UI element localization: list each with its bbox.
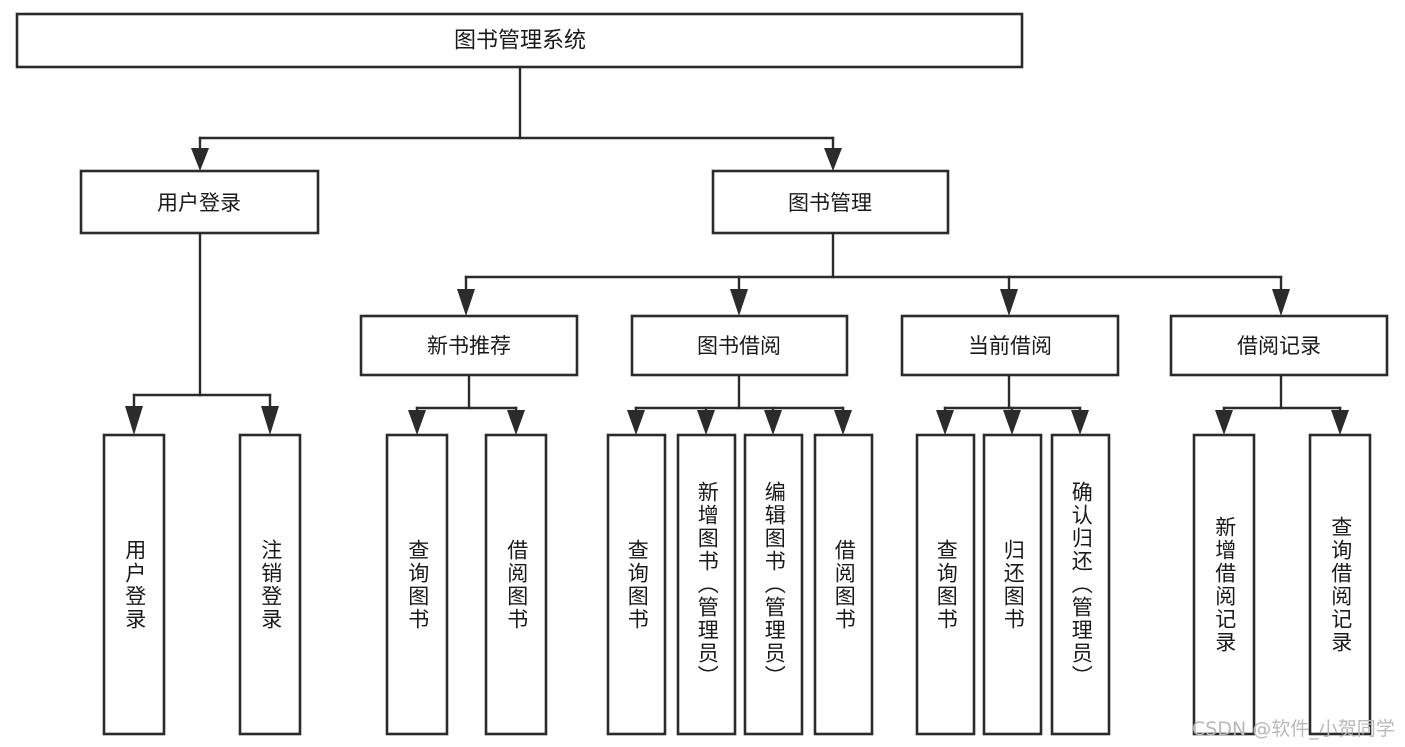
node-borrow-record-label: 借阅记录 (1237, 334, 1321, 358)
arrow-head-new-book-recommend (457, 289, 475, 316)
node-book-manage-label: 图书管理 (788, 191, 872, 215)
arrow-head-leaf-bb-2 (697, 410, 715, 435)
node-borrow-record-box[interactable] (1169, 314, 1389, 377)
node-borrow-record[interactable]: 借阅记录 (1169, 314, 1389, 377)
arrow-head-leaf-bb-4 (834, 410, 852, 435)
leaf-box-br-1[interactable] (1192, 433, 1256, 736)
arrow-head-current-borrow (1000, 289, 1018, 316)
arrow-head-leaf-br-1 (1215, 410, 1233, 435)
node-book-borrow-label: 图书借阅 (697, 334, 781, 358)
node-user-login[interactable]: 用户登录 (79, 169, 320, 235)
leaf-box-bb-4[interactable] (813, 433, 874, 736)
leaf-box-bb-3[interactable] (743, 433, 804, 736)
leaf-box-br-2[interactable] (1308, 433, 1372, 736)
leaf-box-user-login-2[interactable] (238, 433, 302, 736)
arrow-head-user-login (191, 148, 209, 171)
arrow-head-leaf-user-login-2 (261, 406, 279, 435)
arrow-head-leaf-bb-1 (627, 410, 645, 435)
arrow-head-leaf-br-2 (1331, 410, 1349, 435)
arrow-head-leaf-cb-2 (1003, 410, 1021, 435)
leaf-box-cb-2[interactable] (982, 433, 1043, 736)
node-book-borrow[interactable]: 图书借阅 (630, 314, 849, 377)
node-book-borrow-box[interactable] (630, 314, 849, 377)
leaf-box-bb-2[interactable] (676, 433, 737, 736)
node-root-label: 图书管理系统 (454, 29, 586, 54)
node-user-login-box[interactable] (79, 169, 320, 235)
leaf-box-cb-1[interactable] (915, 433, 976, 736)
leaf-box-user-login-1[interactable] (102, 433, 166, 736)
arrow-head-leaf-nbr-1 (408, 410, 426, 435)
node-new-book-recommend-box[interactable] (359, 314, 579, 377)
node-root[interactable]: 图书管理系统 (15, 12, 1024, 69)
arrow-head-leaf-nbr-2 (507, 410, 525, 435)
connector-layer (125, 65, 1349, 435)
arrow-head-leaf-cb-1 (936, 410, 954, 435)
arrow-head-book-borrow (730, 289, 748, 316)
arrow-head-leaf-user-login-1 (125, 406, 143, 435)
watermark-text: CSDN @软件_小贺同学 (1192, 718, 1395, 740)
node-current-borrow-box[interactable] (900, 314, 1120, 377)
node-new-book-recommend[interactable]: 新书推荐 (359, 314, 579, 377)
arrow-head-borrow-record (1272, 289, 1290, 316)
node-root-box[interactable] (15, 12, 1024, 69)
node-current-borrow[interactable]: 当前借阅 (900, 314, 1120, 377)
node-book-manage[interactable]: 图书管理 (711, 169, 950, 235)
arrow-head-book-manage (824, 148, 842, 171)
leaf-box-nbr-2[interactable] (484, 433, 548, 736)
node-user-login-label: 用户登录 (157, 191, 241, 215)
leaf-box-layer (102, 433, 1372, 736)
arrow-head-leaf-bb-3 (764, 410, 782, 435)
arrow-head-leaf-cb-3 (1071, 410, 1089, 435)
node-new-book-recommend-label: 新书推荐 (427, 334, 511, 358)
node-current-borrow-label: 当前借阅 (968, 334, 1052, 358)
leaf-box-bb-1[interactable] (606, 433, 667, 736)
leaf-box-nbr-1[interactable] (385, 433, 449, 736)
node-book-manage-box[interactable] (711, 169, 950, 235)
leaf-box-cb-3[interactable] (1050, 433, 1111, 736)
